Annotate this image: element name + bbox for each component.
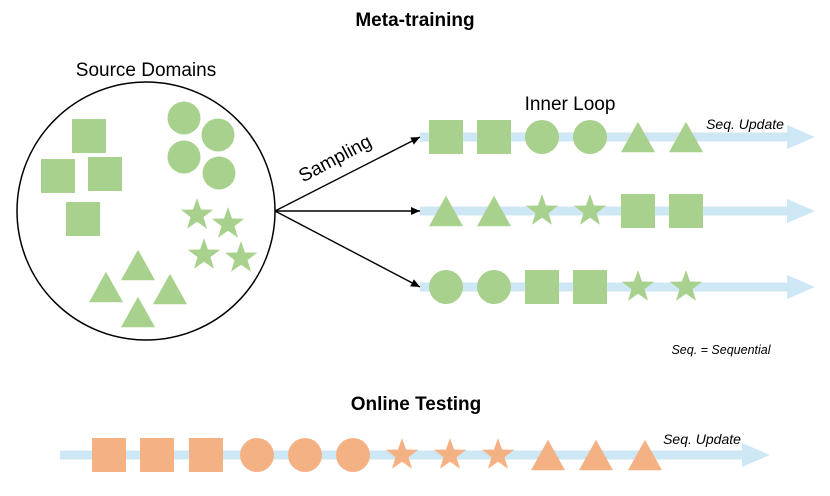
square-icon <box>88 157 122 191</box>
online-seq-update-label: Seq. Update <box>663 431 741 447</box>
circle-icon <box>525 120 559 154</box>
square-icon <box>573 270 607 304</box>
star-icon <box>433 438 467 469</box>
square-icon <box>189 438 223 472</box>
inner-loop-label: Inner Loop <box>525 94 616 115</box>
triangle-icon <box>429 195 463 227</box>
online-testing-title: Online Testing <box>351 394 482 415</box>
circle-icon <box>429 270 463 304</box>
square-icon <box>525 270 559 304</box>
sampling-arrow-1 <box>274 136 421 212</box>
star-icon <box>573 194 607 225</box>
sequence-arrow-head <box>787 125 815 149</box>
sequence-arrow-shaft <box>420 206 791 216</box>
triangle-icon <box>531 439 565 471</box>
inner-loop-sequence-1 <box>420 120 815 154</box>
triangle-icon <box>628 439 662 471</box>
source-domain-pool <box>16 81 276 341</box>
sampling-label: Sampling <box>296 131 376 187</box>
online-testing-sequence <box>60 438 770 472</box>
triangle-icon <box>121 296 155 328</box>
sequence-arrow-head <box>787 275 815 299</box>
square-icon <box>41 159 75 193</box>
square-icon <box>72 119 106 153</box>
meta-training-title: Meta-training <box>355 10 474 31</box>
inner-loop-sequence-2 <box>420 194 815 228</box>
circle-icon <box>336 438 370 472</box>
triangle-icon <box>621 121 655 153</box>
star-icon <box>621 270 655 301</box>
sampling-arrow-3 <box>274 210 421 288</box>
star-icon <box>211 207 245 238</box>
star-icon <box>385 438 419 469</box>
star-icon <box>180 198 214 229</box>
sequence-arrow-head <box>787 199 815 223</box>
circle-icon <box>240 438 274 472</box>
circle-icon <box>477 270 511 304</box>
triangle-icon <box>89 271 123 303</box>
inner-loop-seq-update-label: Seq. Update <box>706 116 784 132</box>
square-icon <box>92 438 126 472</box>
triangle-icon <box>579 439 613 471</box>
sequence-arrow-head <box>742 443 770 467</box>
star-icon <box>525 194 559 225</box>
square-icon <box>621 194 655 228</box>
star-icon <box>224 241 258 272</box>
square-icon <box>140 438 174 472</box>
circle-icon <box>201 118 235 152</box>
triangle-icon <box>153 273 187 305</box>
legend-note: Seq. = Sequential <box>671 343 771 357</box>
circle-icon <box>573 120 607 154</box>
inner-loop-sequences <box>420 120 815 304</box>
online-testing-arrow <box>60 438 770 472</box>
triangle-icon <box>477 195 511 227</box>
circle-icon <box>167 140 201 174</box>
star-icon <box>481 438 515 469</box>
inner-loop-sequence-3 <box>420 270 815 304</box>
sampling-arrows <box>274 136 421 288</box>
circle-icon <box>202 156 236 190</box>
triangle-icon <box>121 249 155 281</box>
triangle-icon <box>669 121 703 153</box>
circle-icon <box>288 438 322 472</box>
circle-icon <box>167 101 201 135</box>
square-icon <box>477 120 511 154</box>
star-icon <box>187 238 221 269</box>
square-icon <box>669 194 703 228</box>
source-domain-items <box>41 101 258 328</box>
star-icon <box>669 270 703 301</box>
square-icon <box>66 202 100 236</box>
square-icon <box>429 120 463 154</box>
source-domains-label: Source Domains <box>76 60 216 81</box>
